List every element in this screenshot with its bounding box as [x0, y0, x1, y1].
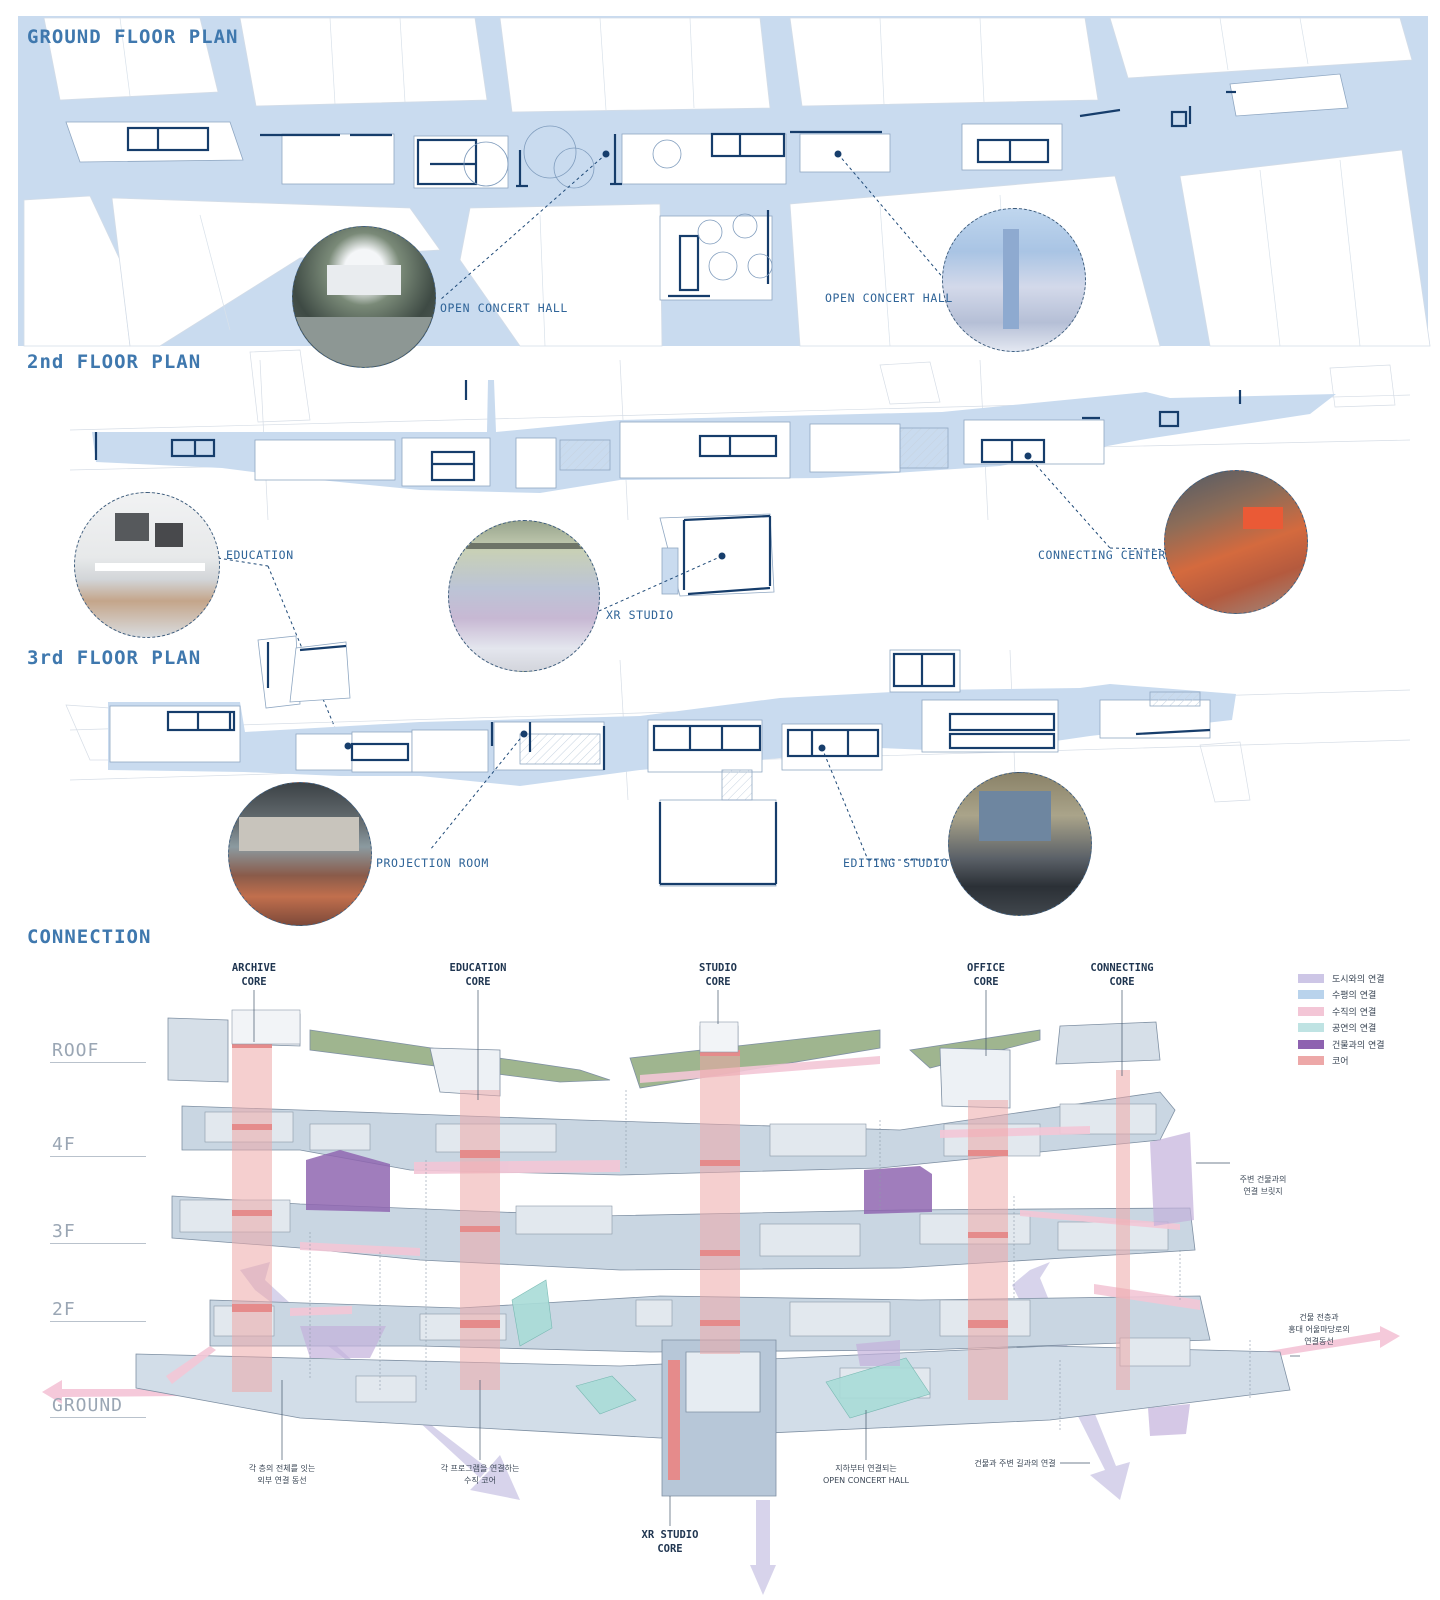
- note-bridge-line1: 주변 건물과의: [1239, 1175, 1287, 1184]
- legend-item: 수평의 연결: [1298, 987, 1428, 1004]
- floor-label-roof: ROOF: [52, 1040, 100, 1061]
- note-street-line3: 연결동선: [1304, 1337, 1334, 1346]
- core-label-archive: ARCHIVE CORE: [199, 961, 309, 989]
- floor-line-3f: [50, 1243, 146, 1244]
- legend-label: 수평의 연결: [1332, 991, 1377, 1002]
- concert-photo-right: [942, 208, 1086, 352]
- core-label-office-line1: OFFICE: [967, 962, 1005, 974]
- legend-item: 수직의 연결: [1298, 1003, 1428, 1020]
- legend-label: 공연의 연결: [1332, 1024, 1377, 1035]
- note-bridge: 주변 건물과의 연결 브릿지: [1218, 1174, 1308, 1198]
- legend-swatch: [1298, 973, 1324, 983]
- legend-label: 건물과의 연결: [1332, 1040, 1385, 1051]
- legend-swatch: [1298, 1023, 1324, 1033]
- core-label-studio-line2: CORE: [705, 976, 731, 988]
- third-floor-plan: [65, 635, 1411, 887]
- ground-floor-plan: [18, 16, 1431, 347]
- note-program-core-line1: 각 프로그램을 연결하는: [440, 1464, 520, 1473]
- note-surrounding-line1: 건물과 주변 길과의 연결: [974, 1459, 1056, 1468]
- ground-floor-title: GROUND FLOOR PLAN: [27, 26, 239, 48]
- core-label-archive-line1: ARCHIVE: [231, 962, 277, 974]
- core-label-connecting: CONNECTING CORE: [1067, 961, 1177, 989]
- floor-label-ground: GROUND: [52, 1395, 124, 1416]
- core-label-xr-studio-line2: CORE: [657, 1543, 683, 1555]
- legend-label: 수직의 연결: [1332, 1007, 1377, 1018]
- legend-label: 도시와의 연결: [1332, 974, 1385, 985]
- legend-swatch: [1298, 990, 1324, 1000]
- second-floor-plan: [69, 349, 1411, 741]
- floor-label-4f: 4F: [52, 1134, 76, 1155]
- third-floor-title: 3rd FLOOR PLAN: [27, 647, 202, 669]
- education-photo: [74, 492, 220, 638]
- floor-line-4f: [50, 1156, 146, 1157]
- note-underground-line1: 지하부터 연결되는: [835, 1464, 897, 1473]
- note-bridge-line2: 연결 브릿지: [1243, 1187, 1283, 1196]
- core-label-connecting-line2: CORE: [1109, 976, 1135, 988]
- floor-label-2f: 2F: [52, 1299, 76, 1320]
- core-label-connecting-line1: CONNECTING: [1090, 962, 1154, 974]
- legend-label: 코어: [1332, 1057, 1349, 1068]
- note-street-line1: 건물 전층과: [1299, 1313, 1339, 1322]
- note-underground-line2: OPEN CONCERT HALL: [822, 1476, 910, 1485]
- note-external-line2: 외부 연결 동선: [257, 1476, 307, 1485]
- label-xr-studio: XR STUDIO: [606, 608, 674, 622]
- core-label-xr-studio-line1: XR STUDIO: [641, 1529, 699, 1541]
- legend-item: 공연의 연결: [1298, 1020, 1428, 1037]
- second-floor-title: 2nd FLOOR PLAN: [27, 351, 202, 373]
- core-label-education-line1: EDUCATION: [449, 962, 507, 974]
- label-open-concert-hall-right: OPEN CONCERT HALL: [825, 291, 953, 305]
- note-underground: 지하부터 연결되는 OPEN CONCERT HALL: [806, 1463, 926, 1487]
- connection-axonometric: [42, 990, 1400, 1595]
- legend-swatch: [1298, 1006, 1324, 1016]
- core-label-education: EDUCATION CORE: [423, 961, 533, 989]
- legend-item: 도시와의 연결: [1298, 970, 1428, 987]
- connection-title: CONNECTION: [27, 926, 152, 948]
- editing-studio-photo: [948, 772, 1092, 916]
- note-surrounding: 건물과 주변 길과의 연결: [960, 1458, 1070, 1470]
- legend-item: 건물과의 연결: [1298, 1036, 1428, 1053]
- legend: 도시와의 연결 수평의 연결 수직의 연결 공연의 연결 건물과의 연결 코어: [1298, 970, 1428, 1069]
- note-program-core: 각 프로그램을 연결하는 수직 코어: [420, 1463, 540, 1487]
- floor-label-3f: 3F: [52, 1221, 76, 1242]
- legend-swatch: [1298, 1039, 1324, 1049]
- core-label-archive-line2: CORE: [241, 976, 267, 988]
- floor-line-roof: [50, 1062, 146, 1063]
- core-label-xr-studio: XR STUDIO CORE: [615, 1528, 725, 1556]
- core-label-education-line2: CORE: [465, 976, 491, 988]
- concert-photo-left: [292, 226, 436, 368]
- note-street: 건물 전층과 홍대 어울마당로의 연결동선: [1264, 1312, 1374, 1348]
- label-education: EDUCATION: [226, 548, 294, 562]
- core-label-office-line2: CORE: [973, 976, 999, 988]
- floor-line-ground: [50, 1417, 146, 1418]
- legend-item: 코어: [1298, 1053, 1428, 1070]
- label-connecting-center: CONNECTING CENTER: [1038, 548, 1166, 562]
- note-external: 각 층의 전체를 잇는 외부 연결 동선: [222, 1463, 342, 1487]
- legend-swatch: [1298, 1056, 1324, 1066]
- connecting-center-photo: [1164, 470, 1308, 614]
- label-open-concert-hall-left: OPEN CONCERT HALL: [440, 301, 568, 315]
- core-label-studio-line1: STUDIO: [699, 962, 737, 974]
- label-projection-room: PROJECTION ROOM: [376, 856, 489, 870]
- projection-room-photo: [228, 782, 372, 926]
- note-street-line2: 홍대 어울마당로의: [1288, 1325, 1350, 1334]
- label-editing-studio: EDITING STUDIO: [843, 856, 949, 870]
- note-program-core-line2: 수직 코어: [464, 1476, 496, 1485]
- note-external-line1: 각 층의 전체를 잇는: [248, 1464, 316, 1473]
- xr-studio-photo: [448, 520, 600, 672]
- floor-line-2f: [50, 1321, 146, 1322]
- core-label-office: OFFICE CORE: [931, 961, 1041, 989]
- core-label-studio: STUDIO CORE: [663, 961, 773, 989]
